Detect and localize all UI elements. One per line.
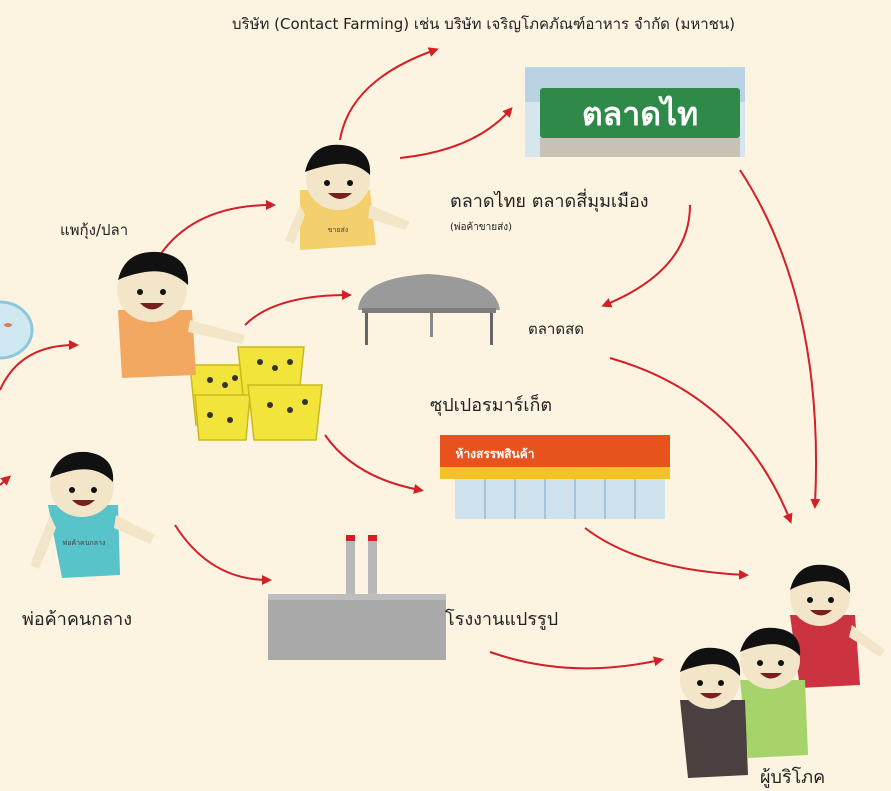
shed-icon (358, 274, 500, 345)
factory-label: โรงงานแปรรูป (445, 609, 559, 630)
middleman-person-icon: พ่อค้าคนกลาง (30, 451, 155, 578)
wholesaler-person-icon: ขายส่ง (285, 144, 410, 250)
pond-icon (0, 300, 34, 360)
arrow-middleman-to-factory (174, 524, 272, 585)
supermarket-label: ซุปเปอรมาร์เก็ต (430, 395, 553, 416)
fresh-market-label: ตลาดสด (528, 320, 584, 338)
arrow-wholesaler-to-company (339, 47, 439, 141)
basket-icon (189, 346, 323, 441)
raft-owner-person-icon (117, 251, 245, 378)
company-label: บริษัท (Contact Farming) เช่น บริษัท เจร… (232, 15, 736, 33)
market-sign-text: ตลาดไท (582, 95, 698, 133)
thai-market-label: ตลาดไทย ตลาดสี่มุมเมือง (450, 191, 649, 212)
factory-icon (268, 535, 446, 660)
middleman-label: พ่อค้าคนกลาง (22, 609, 132, 630)
wholesaler-shirt-text: ขายส่ง (328, 226, 349, 234)
arrow-fresh-to-consumer (609, 357, 793, 524)
arrow-wholesaler-to-market (399, 106, 513, 159)
consumer-label: ผู้บริโภค (760, 767, 826, 788)
arrow-pond-to-raft (0, 340, 79, 391)
arrow-factory-to-consumer (489, 651, 664, 670)
store-sign-text: ห้างสรรพสินค้า (456, 447, 535, 461)
wholesale-note-label: (พ่อค้าขายส่ง) (450, 222, 513, 233)
supermarket-icon: ห้างสรรพสินค้า (440, 435, 670, 519)
arrow-basket-to-super (324, 434, 424, 494)
market-photo: ตลาดไท (525, 67, 745, 157)
consumer-group-icon (680, 564, 885, 778)
arrow-thaimarket-to-fresh (601, 204, 691, 308)
arrow-basket-to-shed (244, 290, 352, 326)
shrimp-raft-label: แพกุ้ง/ปลา (60, 221, 129, 239)
arrow-raft-to-wholesaler (159, 200, 276, 256)
arrow-super-to-consumer (584, 527, 749, 580)
middleman-shirt-text: พ่อค้าคนกลาง (63, 539, 106, 547)
arrow-middleman-to-side (0, 475, 12, 486)
arrow-market-to-consumer (739, 169, 821, 509)
